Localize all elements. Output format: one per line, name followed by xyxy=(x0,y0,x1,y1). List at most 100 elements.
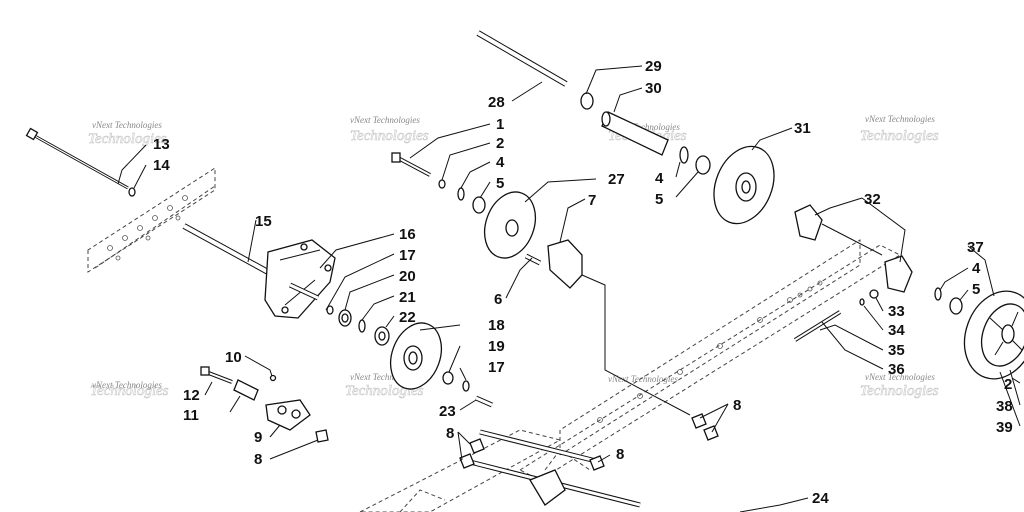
center-rail-side xyxy=(559,239,861,456)
center-rail-holes xyxy=(597,280,823,423)
callout-10: 10 xyxy=(225,349,242,366)
lower-left-parts xyxy=(200,366,329,443)
washer-19 xyxy=(442,371,454,385)
callout-38: 38 xyxy=(996,398,1013,415)
callout-5-right: 5 xyxy=(972,281,980,298)
callout-24: 24 xyxy=(812,490,829,507)
callout-27: 27 xyxy=(608,171,625,188)
callout-28: 28 xyxy=(488,94,505,111)
center-assembly xyxy=(391,152,719,471)
callout-8-c: 8 xyxy=(616,446,624,463)
bearing-5 xyxy=(472,196,486,214)
callout-16: 16 xyxy=(399,226,416,243)
arm-7 xyxy=(547,239,583,289)
wheel-18 xyxy=(389,322,470,392)
watermark: vNext Technologies xyxy=(865,372,935,382)
left-rail-edge xyxy=(94,185,216,269)
watermark: vNext Technologies xyxy=(350,372,420,382)
callout-14: 14 xyxy=(153,157,170,174)
watermark-overlay: Technologies xyxy=(88,131,167,147)
callout-11: 11 xyxy=(183,407,199,424)
washer-34 xyxy=(859,298,865,306)
bracket-16 xyxy=(264,239,336,319)
hub-32 xyxy=(793,204,963,342)
watermark-overlay: Technologies xyxy=(860,383,939,399)
axle-15 xyxy=(182,223,270,275)
callout-19: 19 xyxy=(488,338,505,355)
watermark: vNext Technologies xyxy=(350,115,420,125)
bearing-5-top xyxy=(695,155,711,175)
callout-29: 29 xyxy=(645,58,662,75)
callout-4: 4 xyxy=(496,154,505,171)
callout-4-top: 4 xyxy=(655,170,664,187)
spacer-stack-left xyxy=(326,305,390,346)
wheel-31 xyxy=(713,145,775,225)
watermark: vNext Technologies xyxy=(610,122,680,132)
shaft-28 xyxy=(476,30,711,175)
callout-12: 12 xyxy=(183,387,200,404)
callout-5: 5 xyxy=(496,175,504,192)
nut-8 xyxy=(315,429,329,443)
wheel-37 xyxy=(963,290,1024,380)
callout-6: 6 xyxy=(494,291,502,308)
lower-shafts xyxy=(469,429,641,508)
pin-23 xyxy=(474,395,494,408)
callout-21: 21 xyxy=(399,289,416,306)
watermark: vNext Technologies xyxy=(608,374,678,384)
callout-31: 31 xyxy=(794,120,811,137)
callout-2-right: 2 xyxy=(1004,376,1012,393)
bushing-33 xyxy=(869,289,879,299)
bolt-1 xyxy=(391,152,401,163)
arm-9 xyxy=(265,399,311,431)
callout-5-top: 5 xyxy=(655,191,663,208)
fitting-10 xyxy=(269,374,277,382)
nut-8-right xyxy=(691,413,707,429)
callout-7: 7 xyxy=(588,192,596,209)
left-rail xyxy=(87,167,216,273)
watermark: vNext Technologies xyxy=(92,120,162,130)
bushing-11 xyxy=(233,379,259,401)
washer-29 xyxy=(580,92,594,110)
lower-rail-bracket-left xyxy=(399,489,446,512)
callout-32: 32 xyxy=(864,191,881,208)
callout-33: 33 xyxy=(888,303,905,320)
ring-4-top xyxy=(679,146,689,164)
leader-lines xyxy=(117,65,1021,512)
callout-13: 13 xyxy=(153,136,170,153)
callout-labels: 13 14 15 16 17 20 21 22 18 19 17 10 12 1… xyxy=(153,58,1013,507)
ring-4 xyxy=(457,187,465,201)
callout-17-lower: 17 xyxy=(488,359,505,376)
spacer-17 xyxy=(462,380,470,392)
watermark-overlay: Technologies xyxy=(90,383,169,399)
watermark: vNext Technologies xyxy=(865,114,935,124)
callout-17: 17 xyxy=(399,247,416,264)
callout-8-b: 8 xyxy=(446,425,454,442)
callout-36: 36 xyxy=(888,361,905,378)
callout-35: 35 xyxy=(888,342,905,359)
washer-2 xyxy=(438,179,446,189)
callout-4-right: 4 xyxy=(972,260,981,277)
callout-15: 15 xyxy=(255,213,272,230)
watermark-overlay: Technologies xyxy=(350,128,429,144)
callout-9: 9 xyxy=(254,429,262,446)
watermark: vNext Technologies xyxy=(92,380,162,390)
left-rail-holes xyxy=(107,195,188,261)
callout-8: 8 xyxy=(254,451,262,468)
bolt-13 xyxy=(25,127,136,197)
callout-23: 23 xyxy=(439,403,456,420)
watermark-overlay: Technologies xyxy=(860,128,939,144)
callout-20: 20 xyxy=(399,268,416,285)
callout-30: 30 xyxy=(645,80,662,97)
callout-34: 34 xyxy=(888,322,905,339)
callout-8-d: 8 xyxy=(733,397,741,414)
callout-22: 22 xyxy=(399,309,416,326)
callout-18: 18 xyxy=(488,317,505,334)
callout-2: 2 xyxy=(496,135,504,152)
bolt-12 xyxy=(200,366,210,376)
washer-14 xyxy=(128,187,136,197)
callout-1: 1 xyxy=(496,116,504,133)
callout-39: 39 xyxy=(996,419,1013,436)
callout-37: 37 xyxy=(967,239,984,256)
